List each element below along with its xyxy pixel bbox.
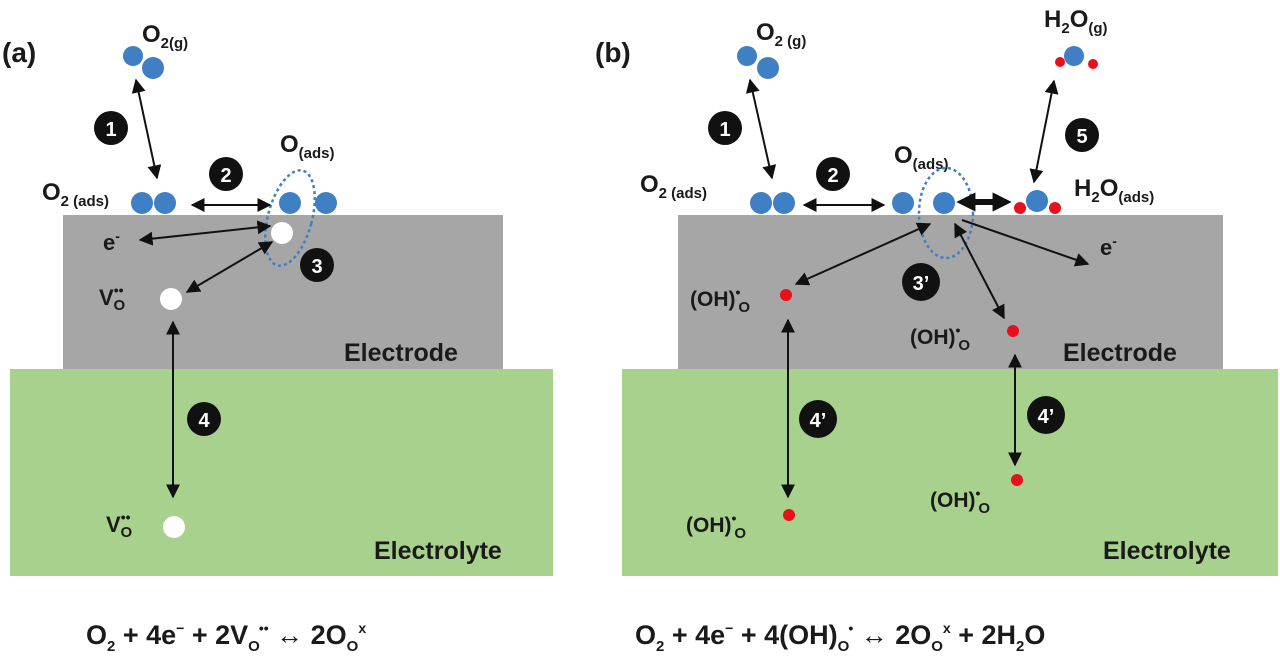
svg-text:1: 1 [105, 119, 116, 141]
step-badge-3: 3 [300, 248, 334, 282]
step-badge-4: 4 [187, 402, 221, 436]
o-ads-label: O(ads) [280, 131, 335, 162]
o-ads-atom [892, 192, 914, 214]
step-badge-1: 1 [708, 111, 742, 145]
h2o-ads-label: H2O(ads) [1074, 175, 1154, 206]
panel-a-label: (a) [2, 37, 36, 68]
hydroxide-label: (OH)•O [910, 322, 970, 354]
step-badge-2: 2 [816, 157, 850, 191]
o-ads-atom [315, 192, 337, 214]
arrow-step-3-left [794, 222, 932, 286]
h2o-ads-molecule [1014, 190, 1061, 214]
step-badge-3-prime: 3’ [902, 263, 940, 301]
electrolyte-label: Electrolyte [374, 537, 502, 565]
arrow-electron [961, 219, 1090, 267]
electrode-label: Electrode [1063, 339, 1177, 367]
electrolyte-layer [10, 369, 553, 576]
o2-ads-molecule [131, 192, 176, 214]
svg-text:5: 5 [1076, 126, 1087, 148]
step-badge-4-prime-right: 4’ [1027, 396, 1065, 434]
svg-text:1: 1 [719, 119, 730, 141]
o2-gas-molecule [123, 46, 164, 79]
dashed-ellipse [264, 169, 316, 267]
electron-label: e- [1100, 233, 1117, 260]
step-badge-1: 1 [94, 111, 128, 145]
hydroxide-electrode-left [780, 289, 792, 301]
o2-ads-label: O2 (ads) [42, 179, 109, 210]
electrolyte-layer [622, 369, 1278, 576]
arrow-step-1 [131, 78, 162, 180]
electrode-label: Electrode [344, 339, 458, 367]
h2o-gas-label: H2O(g) [1044, 6, 1108, 37]
o2-gas-label: O2 (g) [756, 19, 806, 50]
vacancy-electrode [160, 288, 182, 310]
dashed-ellipse [917, 166, 975, 260]
vacancy-electrolyte [163, 516, 185, 538]
hydroxide-electrode-right [1007, 325, 1019, 337]
o2-gas-label: O2(g) [142, 21, 188, 52]
hydroxide-label: (OH)•O [930, 485, 990, 517]
arrow-step-1 [745, 78, 777, 180]
equation-b: O2 + 4e− + 4(OH)O• ↔ 2OOx + 2H2O [635, 620, 1045, 655]
equation-a: O2 + 4e− + 2VO•• ↔ 2OOx [86, 620, 366, 655]
step-badge-4-prime-left: 4’ [799, 400, 837, 438]
panel-a: (a) Electrode Electrolyte O2(g) O2 (ads)… [2, 21, 553, 655]
o-ads-atom [933, 192, 955, 214]
arrow-step-3 [185, 241, 274, 293]
o-ads-label: O(ads) [894, 142, 949, 173]
hydroxide-electrolyte-left [783, 509, 795, 521]
vacancy-electrode-label: V••O [99, 282, 126, 314]
arrow-step-3-right [954, 222, 1005, 320]
svg-text:4’: 4’ [1038, 406, 1055, 428]
o2-ads-label: O2 (ads) [640, 171, 707, 202]
electrode-layer [678, 215, 1223, 369]
o2-gas-molecule [737, 46, 779, 79]
vacancy-electrolyte-label: V••O [106, 509, 133, 541]
vacancy-surface [271, 222, 293, 244]
panel-b: (b) Electrode Electrolyte O2 (g) H2O(g) … [595, 6, 1278, 655]
arrow-electron [138, 220, 272, 246]
o2-ads-molecule [750, 192, 795, 214]
arrow-step-5 [1029, 79, 1059, 184]
svg-text:4: 4 [198, 410, 210, 432]
h2o-gas-molecule [1055, 46, 1098, 69]
electrolyte-label: Electrolyte [1103, 537, 1231, 565]
step-badge-5: 5 [1065, 118, 1099, 152]
panel-b-label: (b) [595, 37, 631, 68]
hydroxide-label: (OH)•O [690, 284, 750, 316]
svg-text:3: 3 [311, 256, 322, 278]
o-ads-atom [279, 192, 301, 214]
electron-label: e- [103, 228, 120, 255]
svg-text:4’: 4’ [810, 410, 827, 432]
hydroxide-label: (OH)•O [686, 510, 746, 542]
svg-text:2: 2 [220, 165, 231, 187]
svg-text:3’: 3’ [913, 273, 930, 295]
hydroxide-electrolyte-right [1011, 474, 1023, 486]
step-badge-2: 2 [209, 157, 243, 191]
svg-text:2: 2 [827, 165, 838, 187]
